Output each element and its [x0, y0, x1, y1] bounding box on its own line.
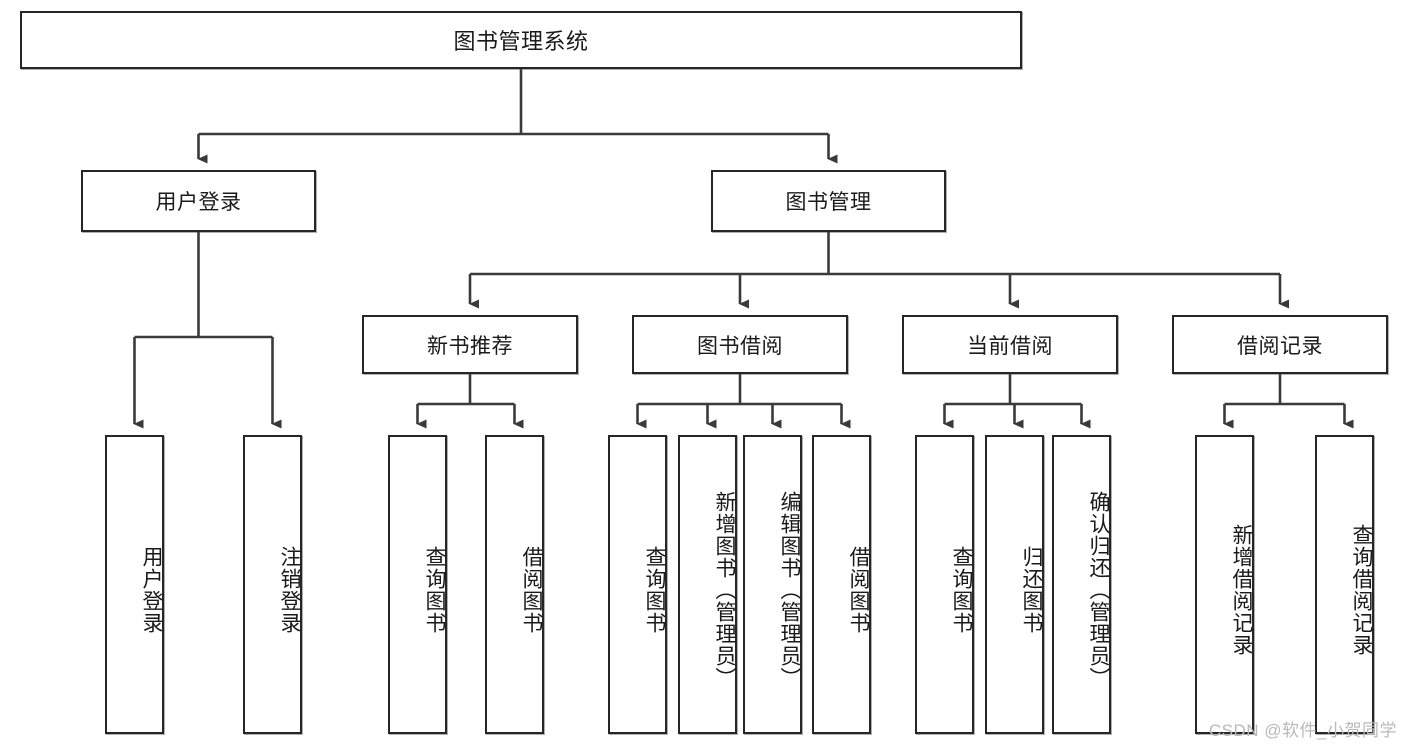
node-label: 图书借阅 — [697, 334, 783, 358]
node-leaf-add-record[interactable]: 新增借阅记录 — [1195, 435, 1254, 734]
node-label: 查询图书 — [423, 545, 446, 634]
node-label: 归还图书 — [1020, 545, 1043, 634]
node-label: 编辑图书（管理员） — [778, 490, 801, 689]
node-label: 借阅记录 — [1237, 334, 1323, 358]
node-label: 确认归还（管理员） — [1087, 490, 1110, 689]
node-root[interactable]: 图书管理系统 — [20, 11, 1022, 69]
node-label: 用户登录 — [140, 545, 163, 634]
node-label: 注销登录 — [278, 545, 301, 634]
node-label: 新书推荐 — [427, 334, 513, 358]
node-label: 借阅图书 — [520, 545, 543, 634]
node-label: 新增借阅记录 — [1230, 523, 1253, 656]
node-leaf-add-book[interactable]: 新增图书（管理员） — [678, 435, 737, 734]
node-leaf-edit-book[interactable]: 编辑图书（管理员） — [743, 435, 802, 734]
node-book-manage[interactable]: 图书管理 — [711, 170, 946, 232]
node-label: 当前借阅 — [967, 334, 1053, 358]
node-book-borrow[interactable]: 图书借阅 — [632, 315, 848, 374]
node-user-login[interactable]: 用户登录 — [81, 170, 316, 232]
node-leaf-logout[interactable]: 注销登录 — [243, 435, 302, 734]
node-new-book-rec[interactable]: 新书推荐 — [362, 315, 578, 374]
node-leaf-confirm-return[interactable]: 确认归还（管理员） — [1052, 435, 1111, 734]
node-leaf-borrow-book-1[interactable]: 借阅图书 — [485, 435, 544, 734]
node-label: 图书管理 — [785, 191, 872, 214]
node-leaf-query-book-3[interactable]: 查询图书 — [915, 435, 974, 734]
node-label: 借阅图书 — [847, 545, 870, 634]
node-label: 查询图书 — [643, 545, 666, 634]
node-leaf-borrow-book-2[interactable]: 借阅图书 — [812, 435, 871, 734]
node-borrow-record[interactable]: 借阅记录 — [1172, 315, 1388, 374]
node-leaf-query-record[interactable]: 查询借阅记录 — [1315, 435, 1374, 734]
node-leaf-query-book-2[interactable]: 查询图书 — [608, 435, 667, 734]
node-label: 新增图书（管理员） — [713, 490, 736, 689]
node-leaf-query-book-1[interactable]: 查询图书 — [388, 435, 447, 734]
node-current-borrow[interactable]: 当前借阅 — [902, 315, 1118, 374]
node-leaf-user-login[interactable]: 用户登录 — [105, 435, 164, 734]
node-leaf-return-book[interactable]: 归还图书 — [985, 435, 1044, 734]
node-label: 用户登录 — [155, 191, 242, 214]
watermark-label: CSDN @软件_小贺同学 — [1208, 721, 1397, 740]
node-label: 查询图书 — [950, 545, 973, 634]
node-label: 图书管理系统 — [453, 29, 589, 54]
node-label: 查询借阅记录 — [1350, 523, 1373, 656]
